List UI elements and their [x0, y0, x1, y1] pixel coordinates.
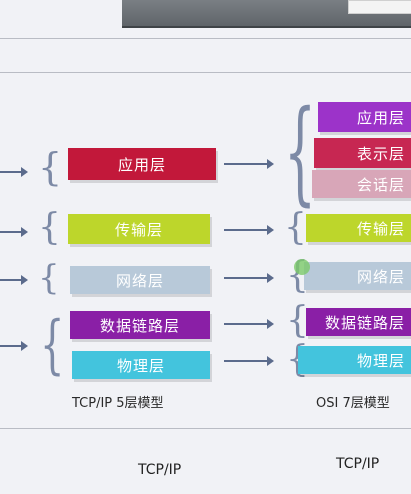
osi-layer-application: 应用层 [318, 102, 411, 132]
mapping-arrow-data-link [224, 319, 274, 329]
incoming-arrow-link [0, 341, 28, 351]
left-brace-application: { [38, 145, 63, 189]
mapping-arrow-application [224, 159, 274, 169]
tcpip-model-caption: TCP/IP 5层模型 [72, 396, 164, 411]
green-dot-marker [294, 259, 310, 275]
osi-layer-physical: 物理层 [298, 346, 411, 374]
osi-layer-data-link: 数据链路层 [306, 308, 411, 336]
osi-layer-network: 网络层 [304, 262, 411, 290]
tcpip-layer-data-link: 数据链路层 [70, 311, 210, 339]
incoming-arrow-network [0, 275, 28, 285]
tcpip-layer-transport: 传输层 [68, 214, 210, 244]
left-brace-link: { [40, 308, 65, 382]
mapping-arrow-transport [224, 225, 274, 235]
tcpip-layer-network: 网络层 [70, 266, 210, 294]
divider-top [0, 38, 411, 39]
left-brace-transport: { [38, 207, 61, 248]
right-brace-data-link: { [286, 300, 309, 341]
osi-model-caption: OSI 7层模型 [316, 396, 390, 411]
divider-header [0, 72, 411, 73]
tcpip-layer-physical: 物理层 [72, 351, 210, 379]
top-window-panel [348, 0, 411, 14]
osi-layer-presentation: 表示层 [314, 138, 411, 168]
mapping-arrow-network [224, 273, 274, 283]
mapping-arrow-physical [224, 356, 274, 366]
tcpip-layer-application: 应用层 [68, 148, 216, 180]
right-brace-transport: { [284, 207, 307, 248]
footer-label-right: TCP/IP [336, 456, 380, 472]
left-brace-network: { [38, 258, 60, 298]
osi-layer-transport: 传输层 [306, 214, 411, 242]
incoming-arrow-application [0, 167, 28, 177]
right-brace-application: { [284, 87, 317, 217]
osi-layer-session: 会话层 [312, 170, 411, 198]
footer-label-left: TCP/IP [138, 462, 182, 478]
divider-bottom [0, 428, 411, 429]
incoming-arrow-transport [0, 227, 28, 237]
